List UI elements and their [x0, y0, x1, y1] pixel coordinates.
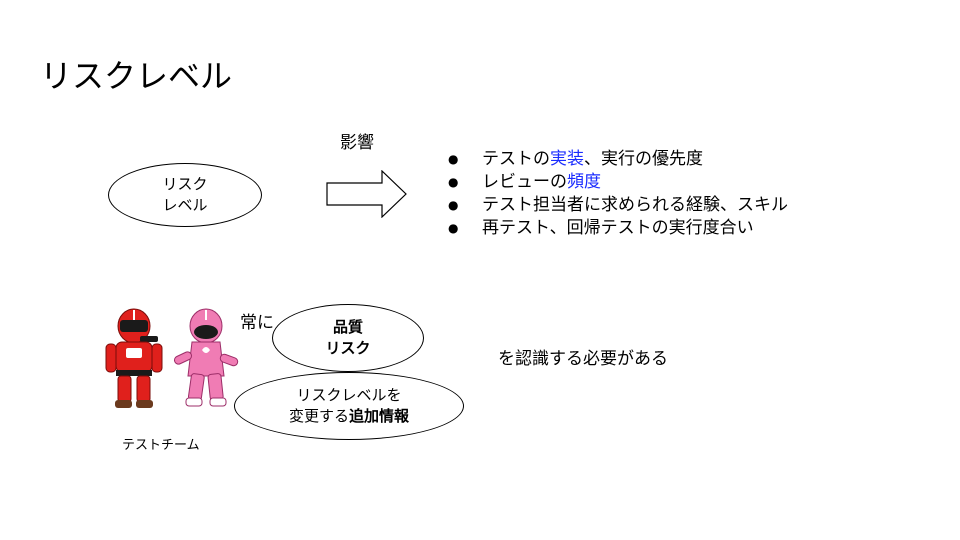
info-ellipse-line2: 変更する追加情報 — [289, 406, 409, 427]
list-item: ● 再テスト、回帰テストの実行度合い — [448, 217, 788, 240]
bullet-highlight: 頻度 — [567, 172, 601, 192]
bullet-highlight: 実装 — [550, 149, 584, 169]
pink-hero-icon — [173, 308, 239, 407]
info-ellipse-line2-bold: 追加情報 — [349, 407, 410, 425]
right-arrow-icon — [326, 170, 407, 218]
info-ellipse-line1: リスクレベルを — [296, 386, 402, 404]
impact-list: ● テストの実装、実行の優先度 ● レビューの頻度 ● テスト担当者に求められる… — [448, 148, 788, 240]
bullet-icon: ● — [448, 152, 459, 166]
bullet-icon: ● — [448, 198, 459, 212]
impact-label: 影響 — [340, 133, 374, 153]
quality-ellipse-line1: 品質 — [332, 318, 363, 336]
bullet-text: テスト担当者に求められる経験、スキル — [482, 195, 788, 215]
bullet-text: テストの — [482, 149, 550, 169]
risk-ellipse-line2: レベル — [162, 196, 208, 214]
info-ellipse-line2-text: 変更する — [288, 407, 349, 425]
quality-ellipse-line2: リスク — [325, 339, 371, 357]
team-label: テストチーム — [122, 438, 200, 453]
bullet-text: レビューの — [482, 172, 567, 192]
list-item: ● レビューの頻度 — [448, 171, 788, 194]
risk-level-ellipse: リスク レベル — [108, 163, 262, 227]
quality-risk-ellipse: 品質 リスク — [272, 304, 424, 372]
always-label: 常に — [240, 313, 274, 333]
bullet-icon: ● — [448, 221, 459, 235]
risk-ellipse-line1: リスク — [162, 175, 208, 193]
bullet-text-rest: 、実行の優先度 — [584, 149, 703, 169]
red-hero-icon — [105, 308, 163, 408]
bullet-text: 再テスト、回帰テストの実行度合い — [482, 218, 754, 238]
list-item: ● テスト担当者に求められる経験、スキル — [448, 194, 788, 217]
recognize-text: を認識する必要がある — [498, 349, 668, 369]
page-title: リスクレベル — [40, 57, 233, 95]
bullet-icon: ● — [448, 175, 459, 189]
additional-info-ellipse: リスクレベルを 変更する追加情報 — [234, 372, 464, 440]
list-item: ● テストの実装、実行の優先度 — [448, 148, 788, 171]
